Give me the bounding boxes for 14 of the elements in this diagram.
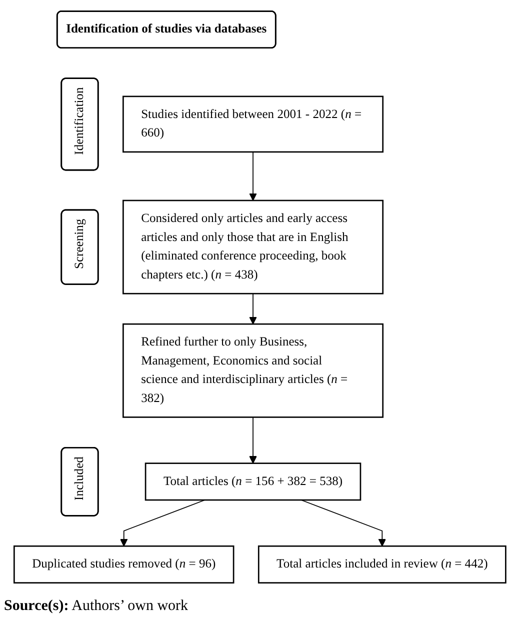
stage-label-box: Identification [60,78,99,171]
caption: Source(s): Authors’ own work [4,598,188,615]
process-box: Duplicated studies removed (n = 96) [14,545,234,584]
arrow [249,416,258,464]
arrow [249,152,258,201]
process-box: Studies identified between 2001 - 2022 (n = 660) [122,96,384,153]
header-box: Identification of studies via databases [56,10,276,49]
process-box: Considered only articles and early access articles and only those that are in English (eliminated conference proceeding, book chapters etc.) (n = 438) [122,200,384,294]
stage-label-box: Included [60,446,99,516]
arrow [249,293,258,324]
process-box: Total articles included in review (n = 442) [258,545,506,584]
process-box: Total articles (n = 156 + 382 = 538) [144,462,362,501]
stage-label-box: Screening [60,209,99,285]
process-box: Refined further to only Business, Management, Economics and social science and interdisciplinary articles (n = 382) [122,323,384,418]
